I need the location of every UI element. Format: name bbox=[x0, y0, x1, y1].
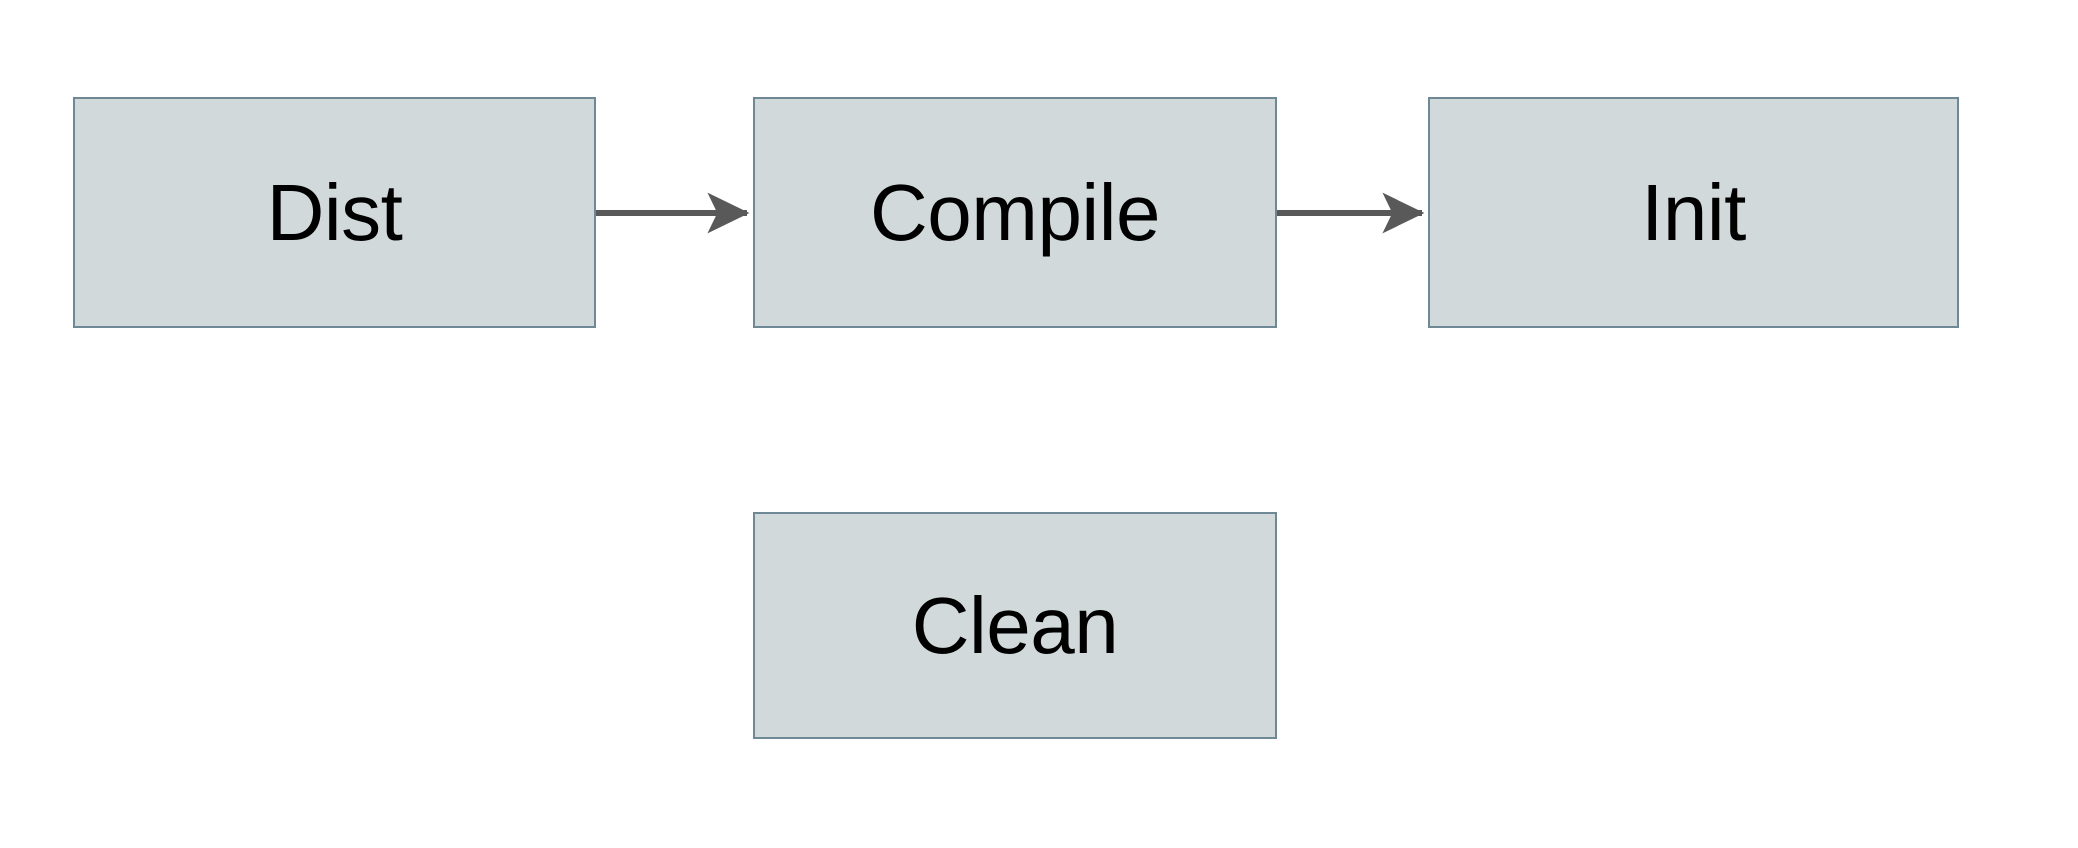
node-label-init: Init bbox=[1641, 167, 1746, 257]
node-label-dist: Dist bbox=[266, 167, 403, 257]
node-label-compile: Compile bbox=[870, 167, 1160, 257]
node-label-clean: Clean bbox=[911, 580, 1119, 670]
node-dist[interactable]: Dist bbox=[73, 97, 596, 328]
node-init[interactable]: Init bbox=[1428, 97, 1959, 328]
node-clean[interactable]: Clean bbox=[753, 512, 1277, 739]
node-compile[interactable]: Compile bbox=[753, 97, 1277, 328]
